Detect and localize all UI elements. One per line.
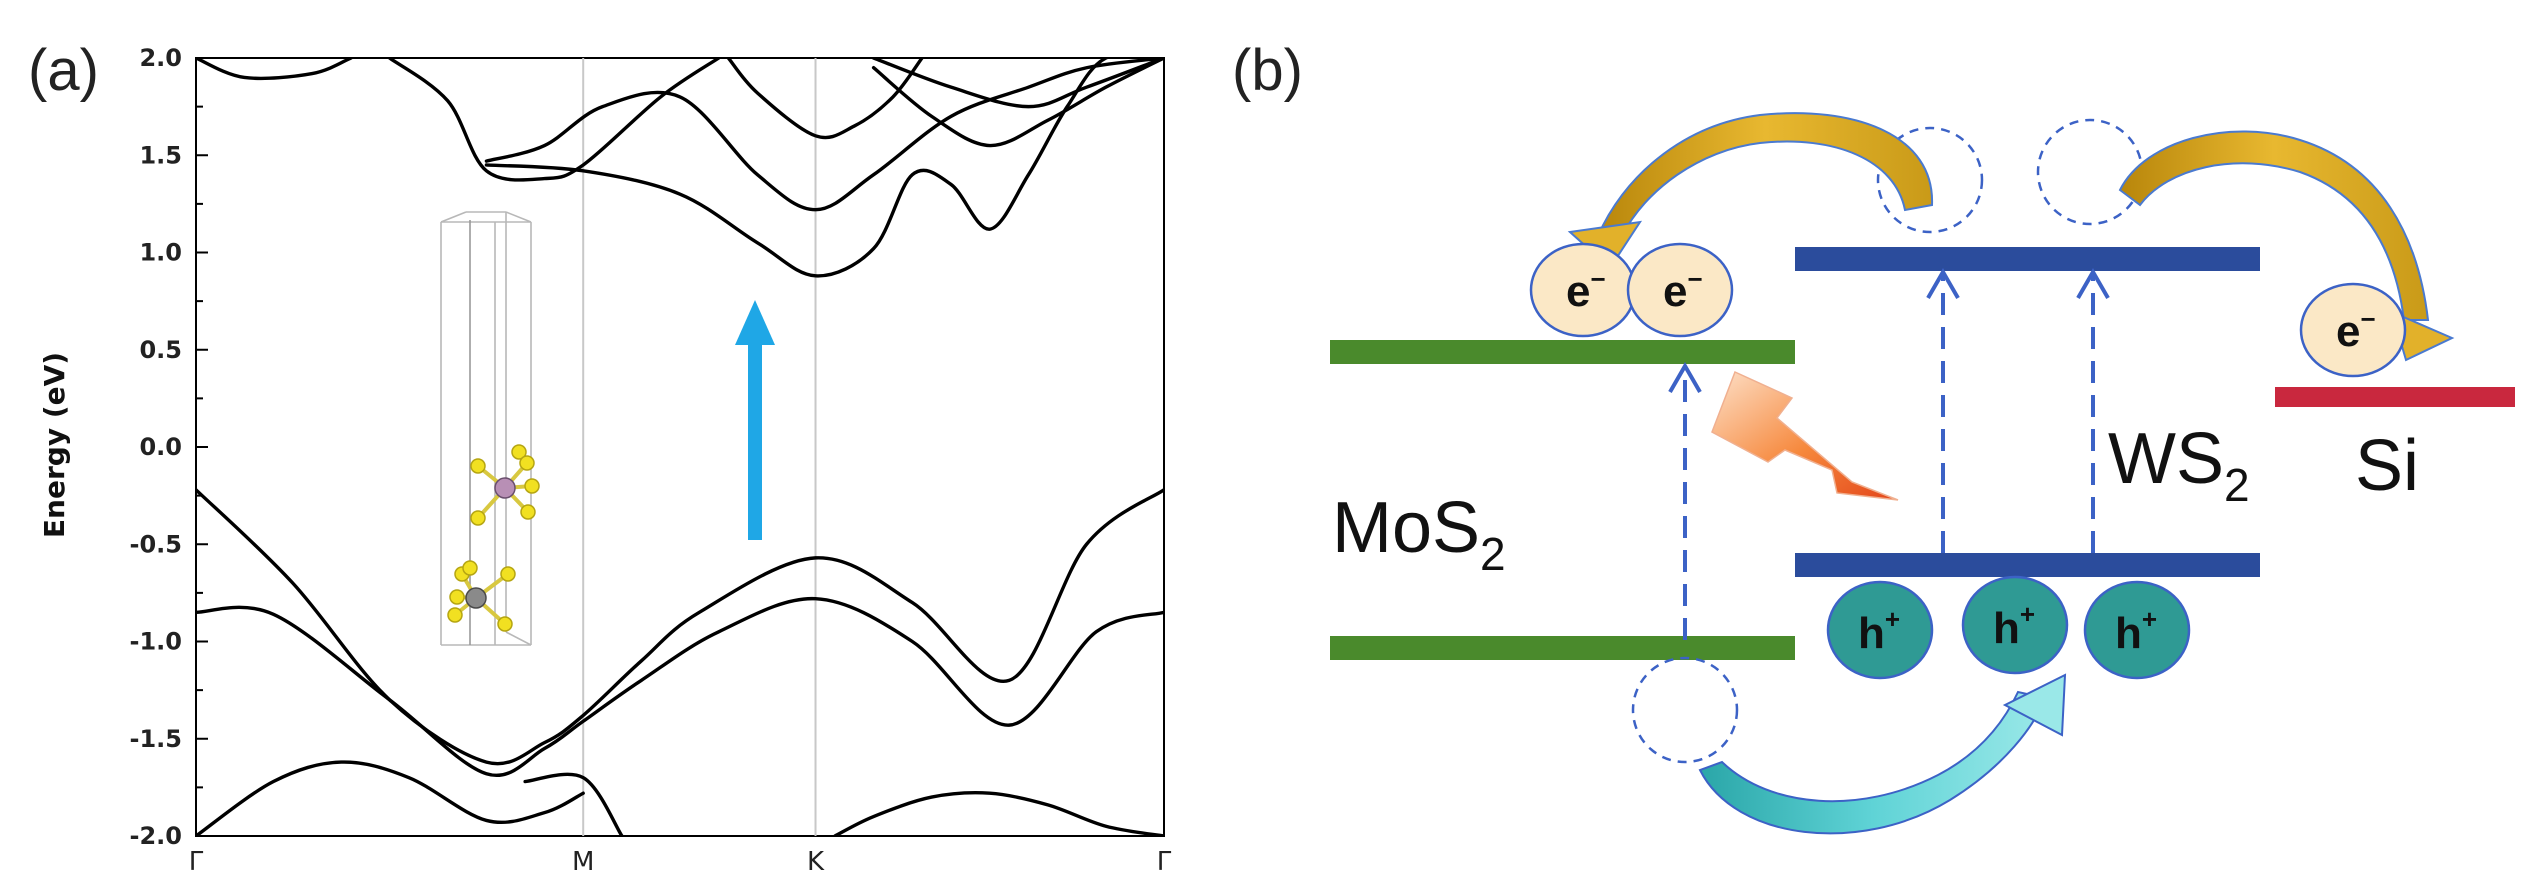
mos2-label: MoS2	[1332, 488, 1506, 580]
y-tick-label: 1.0	[139, 239, 182, 267]
x-tick-label: Γ	[189, 847, 204, 877]
band-curve	[196, 760, 585, 836]
x-tick-label: M	[572, 847, 594, 877]
hole-ws2-2: h+	[1961, 575, 2069, 675]
ws2-empty-electron-state-2	[2036, 118, 2144, 226]
x-tick-label: Γ	[1157, 847, 1172, 877]
band-curve	[871, 58, 1164, 109]
band-curve	[196, 58, 353, 81]
si-band	[2275, 387, 2515, 407]
ws2-conduction-band	[1795, 247, 2260, 271]
ws2-excitation-arrow-2	[2076, 267, 2110, 553]
band-curve	[196, 597, 1164, 778]
svg-text:h+: h+	[1993, 599, 2035, 653]
crystal-structure-inset	[440, 211, 540, 646]
mos2-empty-hole-state	[1631, 656, 1739, 764]
mos2-valence-band	[1330, 636, 1795, 660]
electron-transfer-arrow-left	[1567, 112, 1934, 270]
kpoint-grid	[582, 58, 817, 836]
y-tick-label: 0.0	[139, 433, 182, 461]
hole-ws2-3: h+	[2083, 580, 2191, 680]
svg-text:h+: h+	[1858, 604, 1900, 658]
band-gap-arrow	[735, 300, 775, 540]
ws2-valence-band	[1795, 553, 2260, 577]
panel-a-label: (a)	[28, 38, 99, 103]
y-tick-label: -0.5	[130, 530, 182, 558]
panel-b-label: (b)	[1232, 38, 1303, 103]
upper-layer-atoms	[470, 444, 540, 526]
y-tick-label: 0.5	[139, 336, 182, 364]
hole-transfer-arrow	[1698, 673, 2067, 835]
unit-cell-box	[440, 211, 532, 646]
y-tick-label: -1.0	[130, 628, 182, 656]
y-axis-title: Energy (eV)	[38, 352, 71, 538]
electron-si: e−	[2299, 282, 2407, 378]
si-label: Si	[2355, 426, 2419, 506]
band-curves	[196, 58, 1164, 836]
ws2-label: WS2	[2108, 419, 2250, 511]
plot-area	[195, 57, 1165, 837]
y-tick-labels: 2.0 1.5 1.0 0.5 0.0 -0.5 -1.0 -1.5 -2.0	[130, 44, 182, 850]
x-tick-label: K	[807, 847, 825, 877]
ws2-empty-electron-state-1	[1876, 126, 1984, 234]
excitation-arrows	[1668, 267, 2110, 640]
svg-text:e−: e−	[2336, 304, 2376, 356]
band-curve	[484, 58, 1164, 278]
y-tick-label: 1.5	[139, 141, 182, 169]
y-tick-label: -2.0	[130, 822, 182, 850]
svg-text:e−: e−	[1663, 264, 1703, 316]
band-curve	[484, 58, 1164, 212]
lower-layer-atoms	[447, 560, 516, 632]
tick-marks	[196, 57, 208, 837]
band-curve	[726, 58, 924, 140]
electron-mos2-2: e−	[1626, 242, 1734, 338]
band-curve	[833, 791, 1164, 836]
light-bolt-icon	[1711, 370, 1899, 501]
band-curve	[196, 488, 1164, 766]
panel-a: (a) Energy (eV) 2.0 1.5 1.0 0.5 0.0 -0.5 -1.0 -…	[28, 38, 1172, 877]
y-tick-label: 2.0	[139, 44, 182, 72]
band-curve	[387, 58, 721, 182]
band-curve	[523, 772, 624, 836]
band-curve	[871, 58, 1164, 148]
mos2-conduction-band	[1330, 340, 1795, 364]
svg-text:h+: h+	[2115, 604, 2157, 658]
svg-text:e−: e−	[1566, 264, 1606, 316]
panel-b: (b) MoS2 WS2 Si	[1232, 38, 2515, 835]
y-tick-label: -1.5	[130, 725, 182, 753]
mos2-excitation-arrow	[1668, 361, 1702, 640]
plot-frame	[195, 57, 1165, 837]
electron-mos2-1: e−	[1529, 242, 1637, 338]
ws2-excitation-arrow-1	[1926, 267, 1960, 553]
hole-ws2-1: h+	[1826, 580, 1934, 680]
